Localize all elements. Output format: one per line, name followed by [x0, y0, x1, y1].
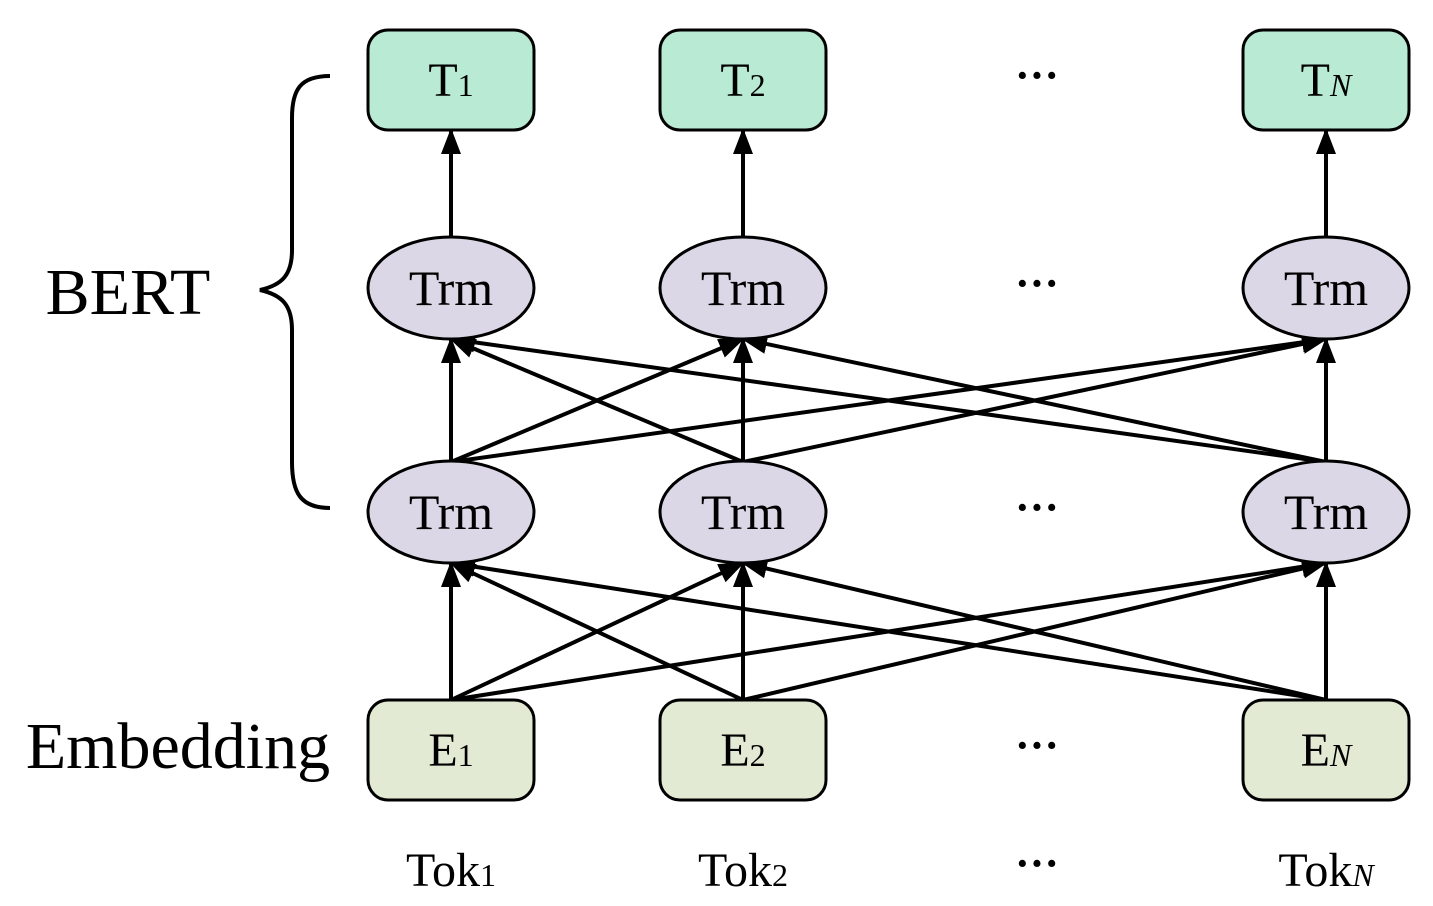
token-label-n: TokN: [1278, 844, 1375, 897]
embedding-node-1: E1: [366, 698, 536, 802]
token-ellipsis: ···: [1015, 839, 1059, 888]
trm-lower-n: Trm: [1241, 459, 1411, 565]
token-label-1: Tok1: [406, 844, 496, 897]
embedding-node-n: EN: [1241, 698, 1411, 802]
bert-brace: [259, 74, 331, 510]
arrow-embed-3-to-trm-lower-2: [741, 558, 1327, 702]
embedding-label: Embedding: [26, 710, 330, 783]
svg-text:T2: T2: [720, 54, 765, 107]
svg-text:EN: EN: [1301, 724, 1353, 777]
trm-label: Trm: [701, 260, 785, 316]
output-node-2: T2: [658, 28, 828, 132]
trm-label: Trm: [1284, 260, 1368, 316]
trm-label: Trm: [1284, 484, 1368, 540]
output-subscript: 1: [458, 67, 474, 103]
output-node-1: T1: [366, 28, 536, 132]
embedding-subscript: N: [1329, 737, 1353, 773]
trm-label: Trm: [409, 260, 493, 316]
output-main: T: [1301, 54, 1330, 107]
trm-upper-n: Trm: [1241, 235, 1411, 341]
arrow-embed-2-to-trm-lower-1: [449, 561, 744, 702]
embedding-ellipsis: ···: [1015, 721, 1059, 770]
svg-text:E1: E1: [428, 724, 473, 777]
output-ellipsis: ···: [1015, 51, 1059, 100]
arrow-trm-lower-2-to-trm-upper-1: [449, 337, 744, 464]
output-main: T: [720, 54, 749, 107]
svg-text:E2: E2: [720, 724, 765, 777]
embedding-subscript: 1: [458, 737, 474, 773]
bert-label: BERT: [46, 256, 211, 329]
embedding-subscript: 2: [750, 737, 766, 773]
trm-upper-1: Trm: [366, 235, 536, 341]
trm-upper-ellipsis: ···: [1015, 259, 1059, 308]
embedding-node-2: E2: [658, 698, 828, 802]
embedding-main: E: [428, 724, 457, 777]
trm-label: Trm: [409, 484, 493, 540]
connection-arrows: [441, 128, 1336, 702]
svg-text:TN: TN: [1301, 54, 1353, 107]
trm-lower-2: Trm: [658, 459, 828, 565]
embedding-main: E: [1301, 724, 1330, 777]
trm-label: Trm: [701, 484, 785, 540]
arrow-embed-3-to-trm-lower-1: [449, 556, 1327, 702]
output-subscript: 2: [750, 67, 766, 103]
token-label-2: Tok2: [698, 844, 788, 897]
output-subscript: N: [1329, 67, 1353, 103]
trm-lower-ellipsis: ···: [1015, 483, 1059, 532]
arrow-trm-lower-3-to-trm-upper-2: [741, 334, 1327, 464]
output-node-n: TN: [1241, 28, 1411, 132]
embedding-main: E: [720, 724, 749, 777]
trm-lower-1: Trm: [366, 459, 536, 565]
arrow-trm-lower-3-to-trm-upper-1: [449, 332, 1327, 464]
trm-upper-2: Trm: [658, 235, 828, 341]
output-main: T: [428, 54, 457, 107]
svg-text:T1: T1: [428, 54, 473, 107]
